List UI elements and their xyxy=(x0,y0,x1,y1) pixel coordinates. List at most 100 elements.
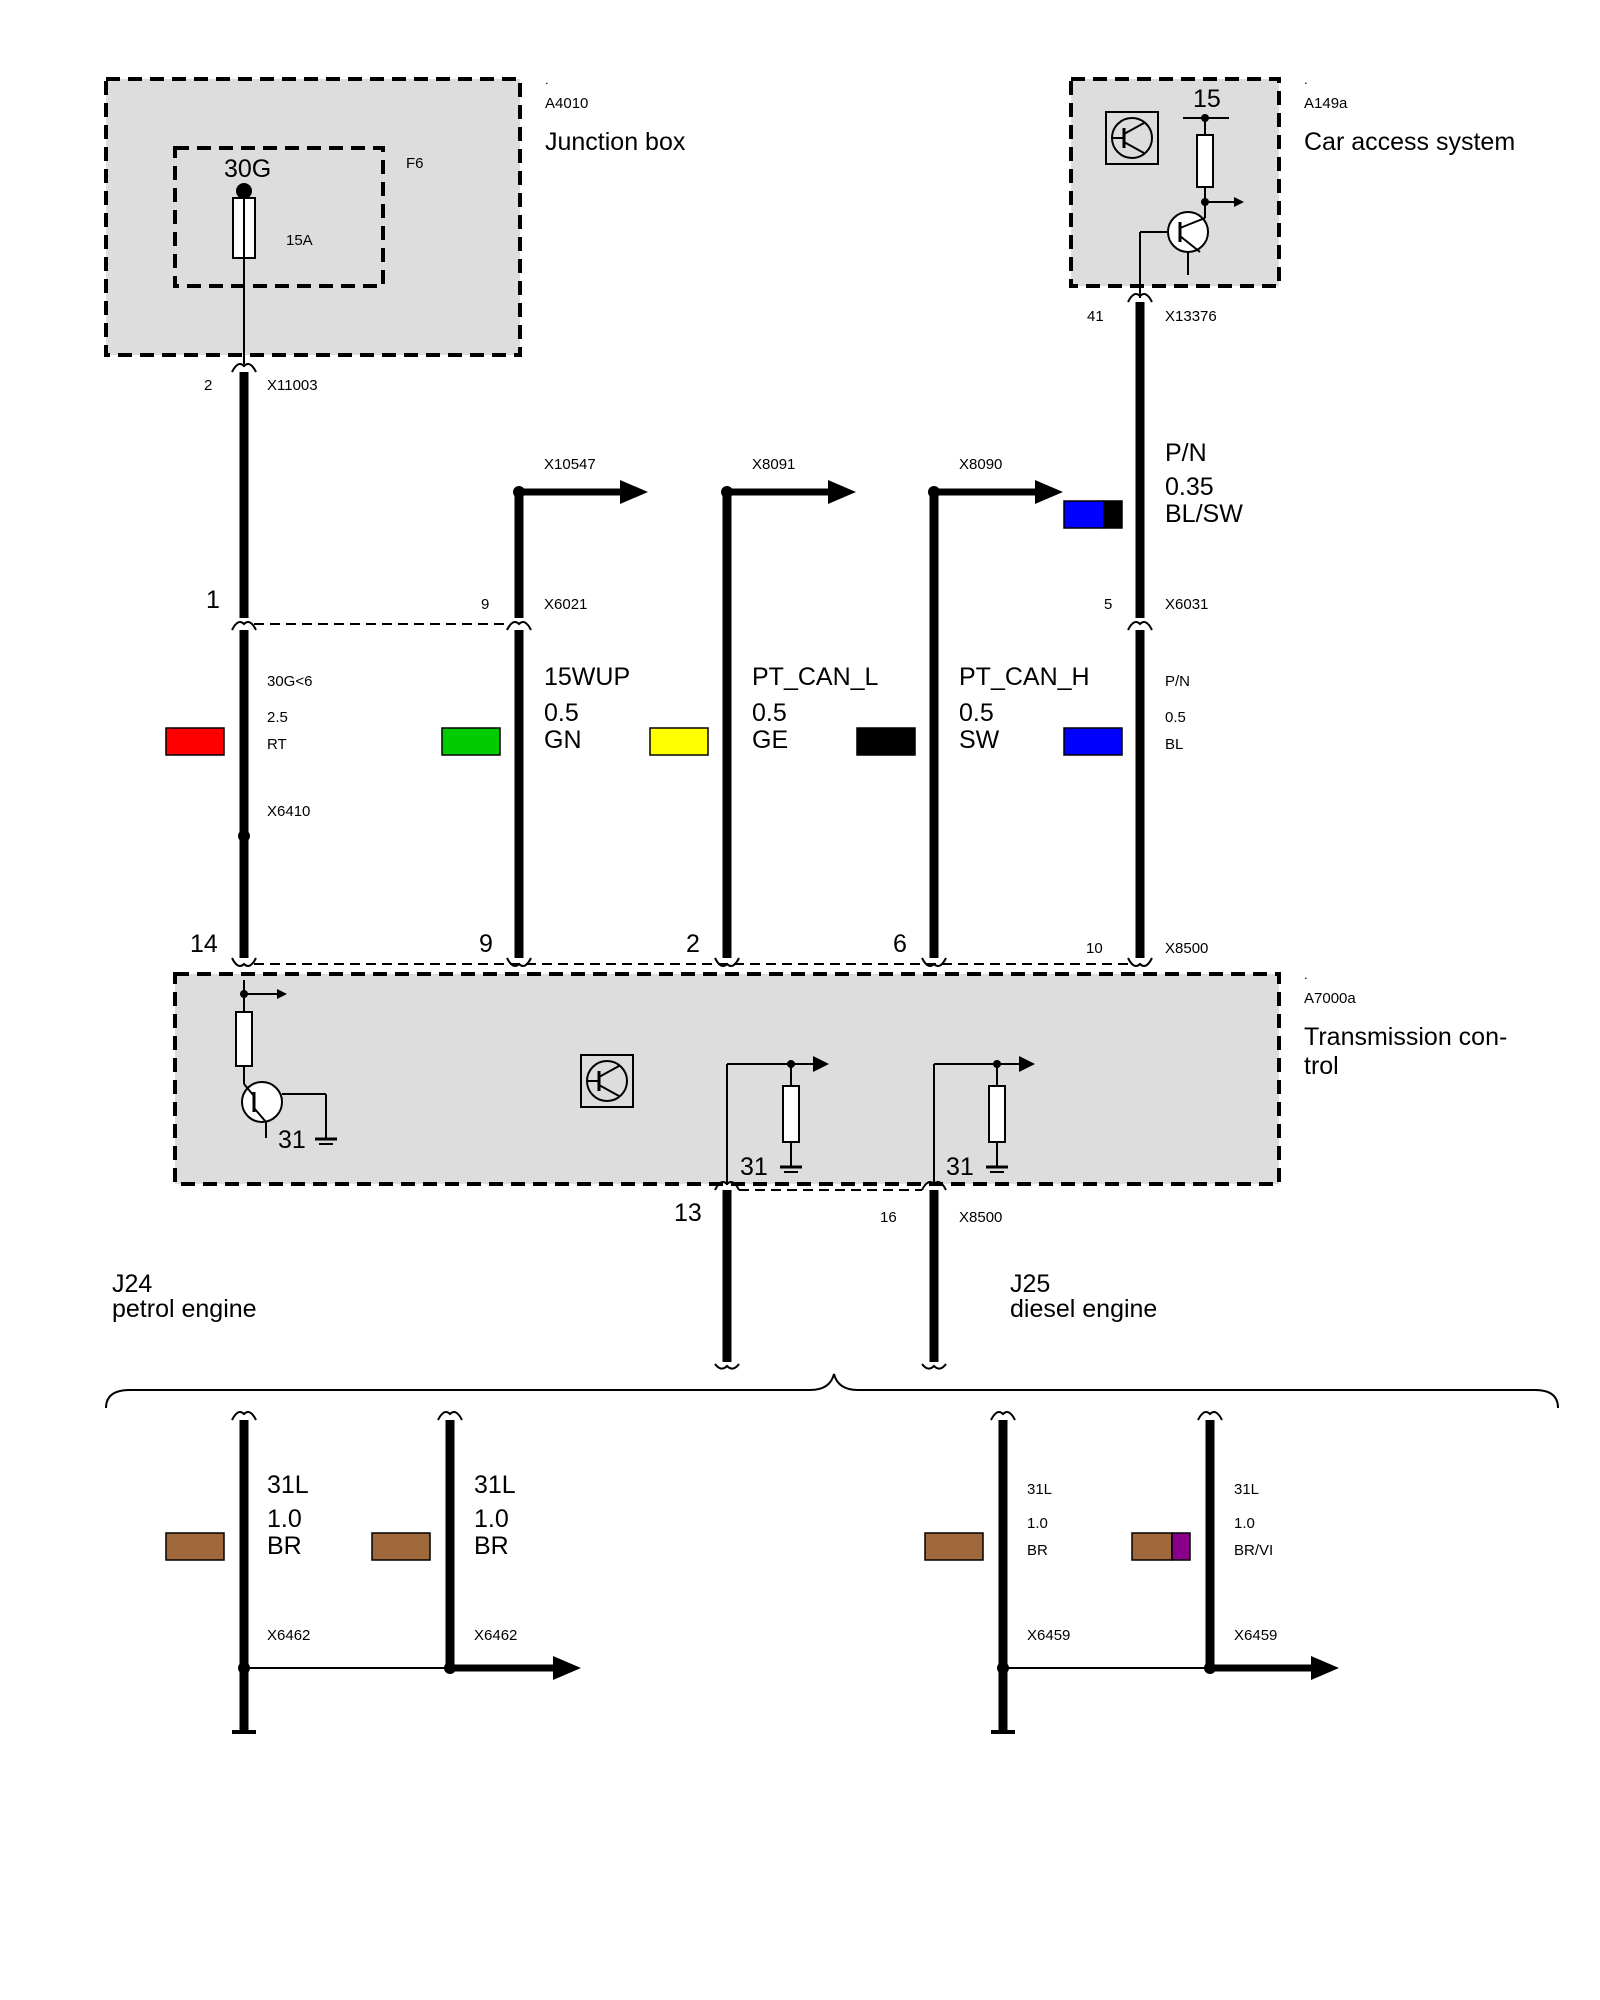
wire-signal: 31L xyxy=(267,1471,309,1499)
connector-id: X6031 xyxy=(1165,596,1208,613)
wire-size: 0.35 xyxy=(1165,473,1214,501)
junction-box: . A4010 Junction box F6 30G 15A xyxy=(104,72,686,364)
wire-size: 1.0 xyxy=(1234,1515,1255,1532)
fuse-rating: 15A xyxy=(286,232,313,249)
wire-15wup xyxy=(506,480,648,967)
pin-number: 16 xyxy=(880,1209,897,1226)
wire-label-15wup: 15WUP 0.5 GN xyxy=(441,663,630,756)
wire-color-swatch xyxy=(441,727,501,756)
connector-id: X6462 xyxy=(267,1627,310,1644)
wire-signal: P/N xyxy=(1165,673,1190,690)
wire-signal: 31L xyxy=(474,1471,516,1499)
connector-id: X8500 xyxy=(1165,940,1208,957)
transmission-control: . A7000a Transmission con- trol 31 xyxy=(173,967,1507,1186)
connector-id: X8500 xyxy=(959,1209,1002,1226)
ground-wire-3: 31L 1.0 BR X6459 xyxy=(924,1411,1070,1734)
wire-color-swatch xyxy=(165,727,225,756)
fuse-terminal: 30G xyxy=(224,155,271,183)
wire-engine-16 xyxy=(921,1181,947,1370)
wire-color-swatch xyxy=(924,1532,984,1561)
arrow-icon xyxy=(1035,480,1063,504)
transistor-icon xyxy=(1167,211,1209,253)
pin-number: 2 xyxy=(686,930,700,958)
wire-color-swatch xyxy=(649,727,709,756)
wire-size: 2.5 xyxy=(267,709,288,726)
terminal-dot xyxy=(236,183,252,199)
wire-label-p-n: P/N 0.5 BL xyxy=(1063,673,1190,756)
arrow-icon xyxy=(553,1656,581,1680)
pin-number: 1 xyxy=(206,586,220,614)
pin-number: 9 xyxy=(479,930,493,958)
wire-size: 1.0 xyxy=(474,1505,509,1533)
wire-label-p-n-top: P/N 0.35 BL/SW xyxy=(1063,439,1243,529)
transmission-id: A7000a xyxy=(1304,990,1356,1007)
car-access-terminal: 15 xyxy=(1193,85,1221,113)
wire-size: 0.5 xyxy=(1165,709,1186,726)
wire-signal: PT_CAN_L xyxy=(752,663,879,691)
transmission-name-line1: Transmission con- xyxy=(1304,1023,1507,1051)
arrow-icon xyxy=(813,1056,829,1072)
resistor-icon xyxy=(1196,134,1214,188)
wire-30g xyxy=(231,363,257,967)
wire-color-swatch xyxy=(165,1532,225,1561)
wire-color: BL xyxy=(1165,736,1183,753)
connector-labels: 2 X11003 41 X13376 X10547 X8091 X8090 1 … xyxy=(190,308,1217,1227)
wire-signal: P/N xyxy=(1165,439,1207,467)
ground-label: 31 xyxy=(278,1126,306,1154)
resistor-icon xyxy=(235,1011,253,1067)
pin-number: 2 xyxy=(204,377,212,394)
car-access-id: A149a xyxy=(1304,95,1348,112)
wire-color: RT xyxy=(267,736,287,753)
resistor-icon xyxy=(988,1085,1006,1143)
transmission-dot: . xyxy=(1304,967,1308,982)
pin-number: 13 xyxy=(674,1199,702,1227)
transmission-name-line2: trol xyxy=(1304,1052,1339,1080)
wire-color-swatch xyxy=(1131,1532,1173,1561)
wire-signal: 30G<6 xyxy=(267,673,312,690)
wire-size: 1.0 xyxy=(267,1505,302,1533)
variant-j24: J24 petrol engine xyxy=(112,1270,257,1323)
wire-color-swatch xyxy=(371,1532,431,1561)
wire-signal: 31L xyxy=(1027,1481,1052,1498)
connector-id: X13376 xyxy=(1165,308,1217,325)
arrow-icon xyxy=(828,480,856,504)
pin-number: 10 xyxy=(1086,940,1103,957)
wire-color: GN xyxy=(544,726,582,754)
ground-wire-2: 31L 1.0 BR X6462 xyxy=(371,1411,581,1680)
variant-name: petrol engine xyxy=(112,1295,257,1323)
variant-name: diesel engine xyxy=(1010,1295,1157,1323)
variant-brace xyxy=(105,1373,1559,1409)
ground-icon xyxy=(315,1137,337,1145)
junction-box-dot: . xyxy=(545,72,549,87)
junction-box-id: A4010 xyxy=(545,95,588,112)
wire-pt-can-h xyxy=(921,480,1063,967)
wire-label-pt-can-h: PT_CAN_H 0.5 SW xyxy=(856,663,1090,756)
arrow-icon xyxy=(620,480,648,504)
connector-id: X8090 xyxy=(959,456,1002,473)
wire-color: BR xyxy=(474,1532,509,1560)
connector-id: X6462 xyxy=(474,1627,517,1644)
resistor-icon xyxy=(782,1085,800,1143)
wire-signal: PT_CAN_H xyxy=(959,663,1090,691)
pin-number: 41 xyxy=(1087,308,1104,325)
connector-id: X10547 xyxy=(544,456,596,473)
wire-label-30g: 30G<6 2.5 RT xyxy=(165,673,312,756)
connector-id: X8091 xyxy=(752,456,795,473)
ground-wire-1: 31L 1.0 BR X6462 xyxy=(165,1411,310,1734)
wire-color: BR/VI xyxy=(1234,1542,1273,1559)
connector-id: X6410 xyxy=(267,803,310,820)
wire-engine-13 xyxy=(714,1181,740,1370)
connector-id: X6459 xyxy=(1234,1627,1277,1644)
car-access-system: . A149a Car access system 15 xyxy=(1069,72,1515,298)
wire-size: 0.5 xyxy=(544,699,579,727)
car-access-dot: . xyxy=(1304,72,1308,87)
transistor-icon xyxy=(241,1081,283,1123)
pin-number: 5 xyxy=(1104,596,1112,613)
wire-color-swatch xyxy=(856,727,916,756)
pin-number: 14 xyxy=(190,930,218,958)
variant-code: J24 xyxy=(112,1270,152,1298)
junction-box-name: Junction box xyxy=(545,128,686,156)
wire-color: SW xyxy=(959,726,1000,754)
wire-color: BR xyxy=(1027,1542,1048,1559)
